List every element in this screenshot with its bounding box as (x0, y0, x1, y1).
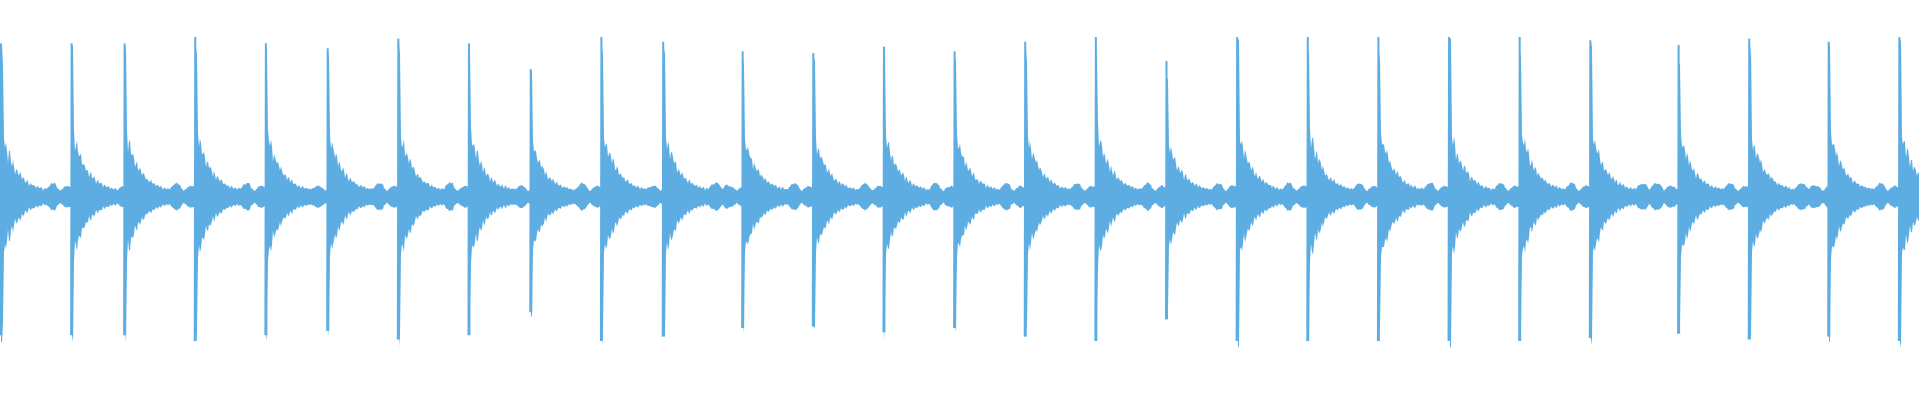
waveform-beat-spike (70, 43, 74, 336)
waveform-beat-spike (1094, 37, 1098, 341)
waveform-beat-spike (326, 48, 330, 331)
waveform-beat-spike (1235, 37, 1239, 341)
waveform-beat-spike (811, 53, 815, 327)
waveform-beat-spike (1023, 41, 1027, 337)
waveform-envelope (0, 38, 1919, 348)
waveform-beat-spike (1677, 45, 1681, 334)
waveform-beat-spike (123, 43, 127, 336)
waveform-beat-spike (661, 41, 665, 337)
waveform-beat-spike (882, 46, 886, 333)
waveform-beat-spike (1376, 37, 1380, 341)
waveform-beat-spike (396, 38, 400, 340)
waveform-beat-spike (1164, 61, 1168, 320)
waveform-beat-spike (741, 51, 745, 329)
waveform-beat-spike (0, 43, 3, 336)
waveform-beat-spike (467, 43, 471, 336)
waveform-beat-spike (264, 43, 268, 336)
waveform-beat-spike (1827, 41, 1831, 337)
waveform-beat-spike (1518, 37, 1522, 341)
waveform-beat-spike (193, 37, 197, 341)
waveform-beat-spike (599, 37, 603, 341)
waveform-beat-spike (1897, 37, 1901, 341)
waveform-beat-spike (1588, 40, 1592, 339)
waveform-beat-spike (529, 69, 533, 313)
waveform-beat-spike (1447, 37, 1451, 341)
waveform-beat-spike (1747, 38, 1751, 340)
waveform-beat-spike (1306, 37, 1310, 341)
waveform-beat-spike (953, 51, 957, 329)
